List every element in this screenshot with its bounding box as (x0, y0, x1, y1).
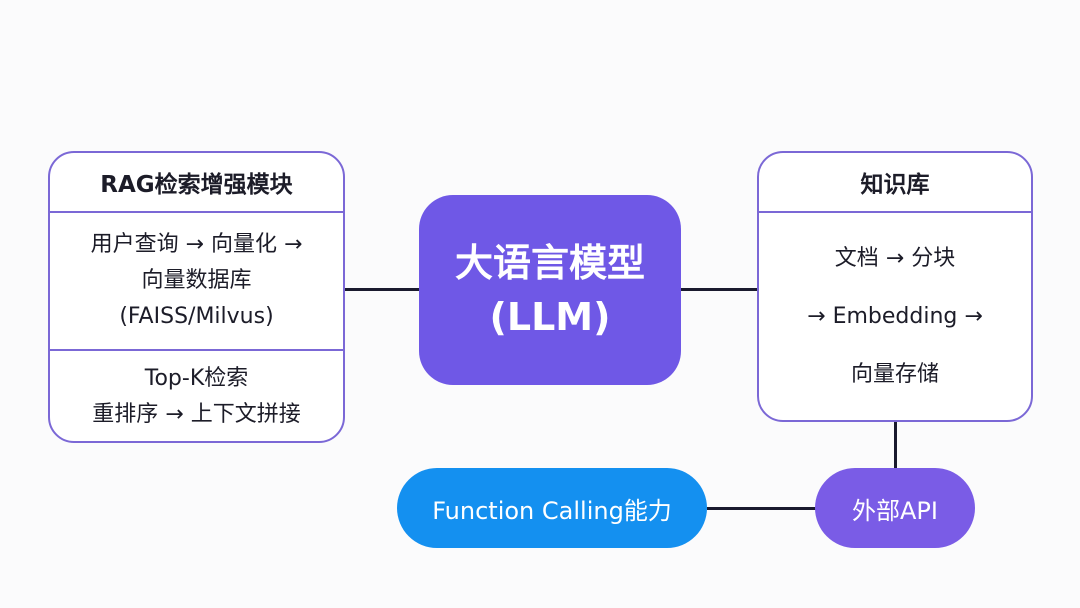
rag-step-text: 用户查询 → 向量化 → (90, 232, 303, 257)
connector-llm-kb (681, 288, 758, 291)
connector-rag-llm (345, 288, 420, 291)
knowledge-base-box: 知识库 文档 → 分块 → Embedding → 向量存储 (757, 151, 1033, 422)
external-api-node: 外部API (815, 468, 975, 548)
kb-step-text: → Embedding → (807, 304, 983, 329)
kb-step-text: 文档 → 分块 (834, 246, 956, 271)
rag-step-text: Top-K检索 (144, 366, 249, 391)
llm-title: 大语言模型 (454, 241, 645, 285)
knowledge-base-title: 知识库 (759, 153, 1031, 213)
rag-step-text: 向量数据库 (141, 268, 252, 293)
rag-section-vectorize: 用户查询 → 向量化 → 向量数据库 (FAISS/Milvus) (50, 213, 343, 351)
rag-module-box: RAG检索增强模块 用户查询 → 向量化 → 向量数据库 (FAISS/Milv… (48, 151, 345, 443)
rag-module-title: RAG检索增强模块 (50, 153, 343, 213)
function-calling-node: Function Calling能力 (397, 468, 707, 548)
connector-kb-api (894, 422, 897, 469)
rag-step-text: (FAISS/Milvus) (119, 304, 274, 329)
knowledge-base-steps: 文档 → 分块 → Embedding → 向量存储 (759, 213, 1031, 420)
connector-fc-api (707, 507, 816, 510)
llm-subtitle: (LLM) (489, 295, 611, 339)
rag-step-text: 重排序 → 上下文拼接 (92, 402, 301, 427)
rag-section-retrieve: Top-K检索 重排序 → 上下文拼接 (50, 351, 343, 441)
llm-node: 大语言模型 (LLM) (419, 195, 681, 385)
kb-step-text: 向量存储 (850, 362, 939, 387)
